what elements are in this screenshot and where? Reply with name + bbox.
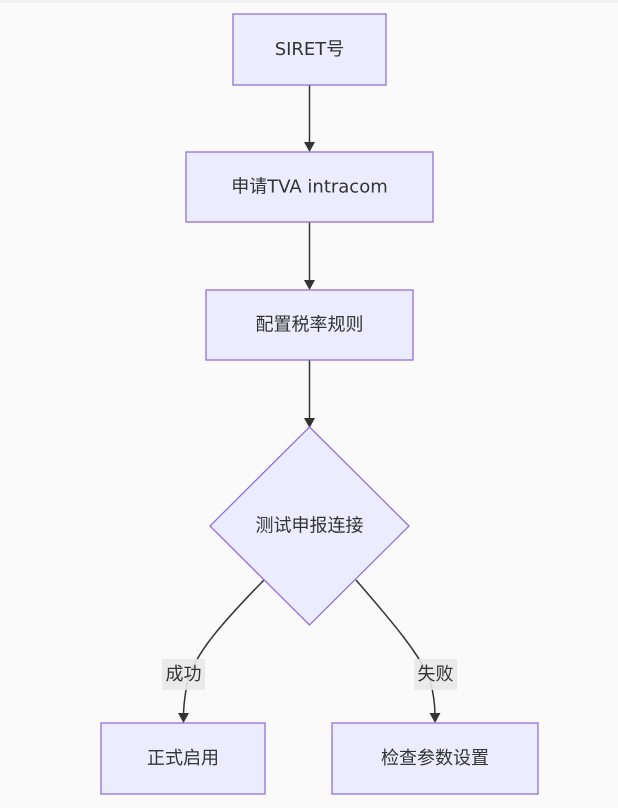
edge-test-to-check: [355, 579, 436, 717]
node-check-label: 检查参数设置: [381, 748, 489, 769]
node-tva[interactable]: 申请TVA intracom: [185, 151, 434, 223]
node-test[interactable]: 测试申报连接: [209, 426, 410, 626]
edge-label-success: 成功: [162, 659, 205, 690]
arrowhead-icon: [304, 280, 315, 290]
node-siret[interactable]: SIRET号: [232, 13, 387, 86]
edge-label-success-bg: [162, 659, 205, 690]
node-launch-label: 正式启用: [147, 748, 219, 769]
edge-label-failure-text: 失败: [418, 664, 454, 685]
node-launch[interactable]: 正式启用: [100, 722, 266, 795]
node-tva-label: 申请TVA intracom: [231, 177, 388, 198]
arrowhead-icon: [304, 418, 315, 428]
arrowhead-icon: [429, 713, 441, 723]
node-launch-box[interactable]: [100, 722, 266, 795]
edge-label-failure: 失败: [414, 659, 457, 690]
node-check[interactable]: 检查参数设置: [331, 722, 539, 795]
node-tva-box[interactable]: [185, 151, 434, 223]
edge-test-to-launch: [182, 579, 265, 717]
node-siret-label: SIRET号: [275, 39, 345, 60]
node-rules[interactable]: 配置税率规则: [205, 289, 414, 361]
node-rules-label: 配置税率规则: [256, 315, 364, 336]
arrowhead-icon: [178, 713, 189, 723]
node-rules-box[interactable]: [205, 289, 414, 361]
node-check-box[interactable]: [331, 722, 539, 795]
arrowhead-icon: [304, 142, 315, 152]
edge-label-failure-bg: [414, 659, 457, 690]
node-test-diamond[interactable]: [209, 426, 410, 626]
top-strip: [0, 0, 618, 3]
node-siret-box[interactable]: [232, 13, 387, 86]
node-test-label: 测试申报连接: [256, 516, 364, 537]
edge-label-success-text: 成功: [166, 664, 202, 685]
